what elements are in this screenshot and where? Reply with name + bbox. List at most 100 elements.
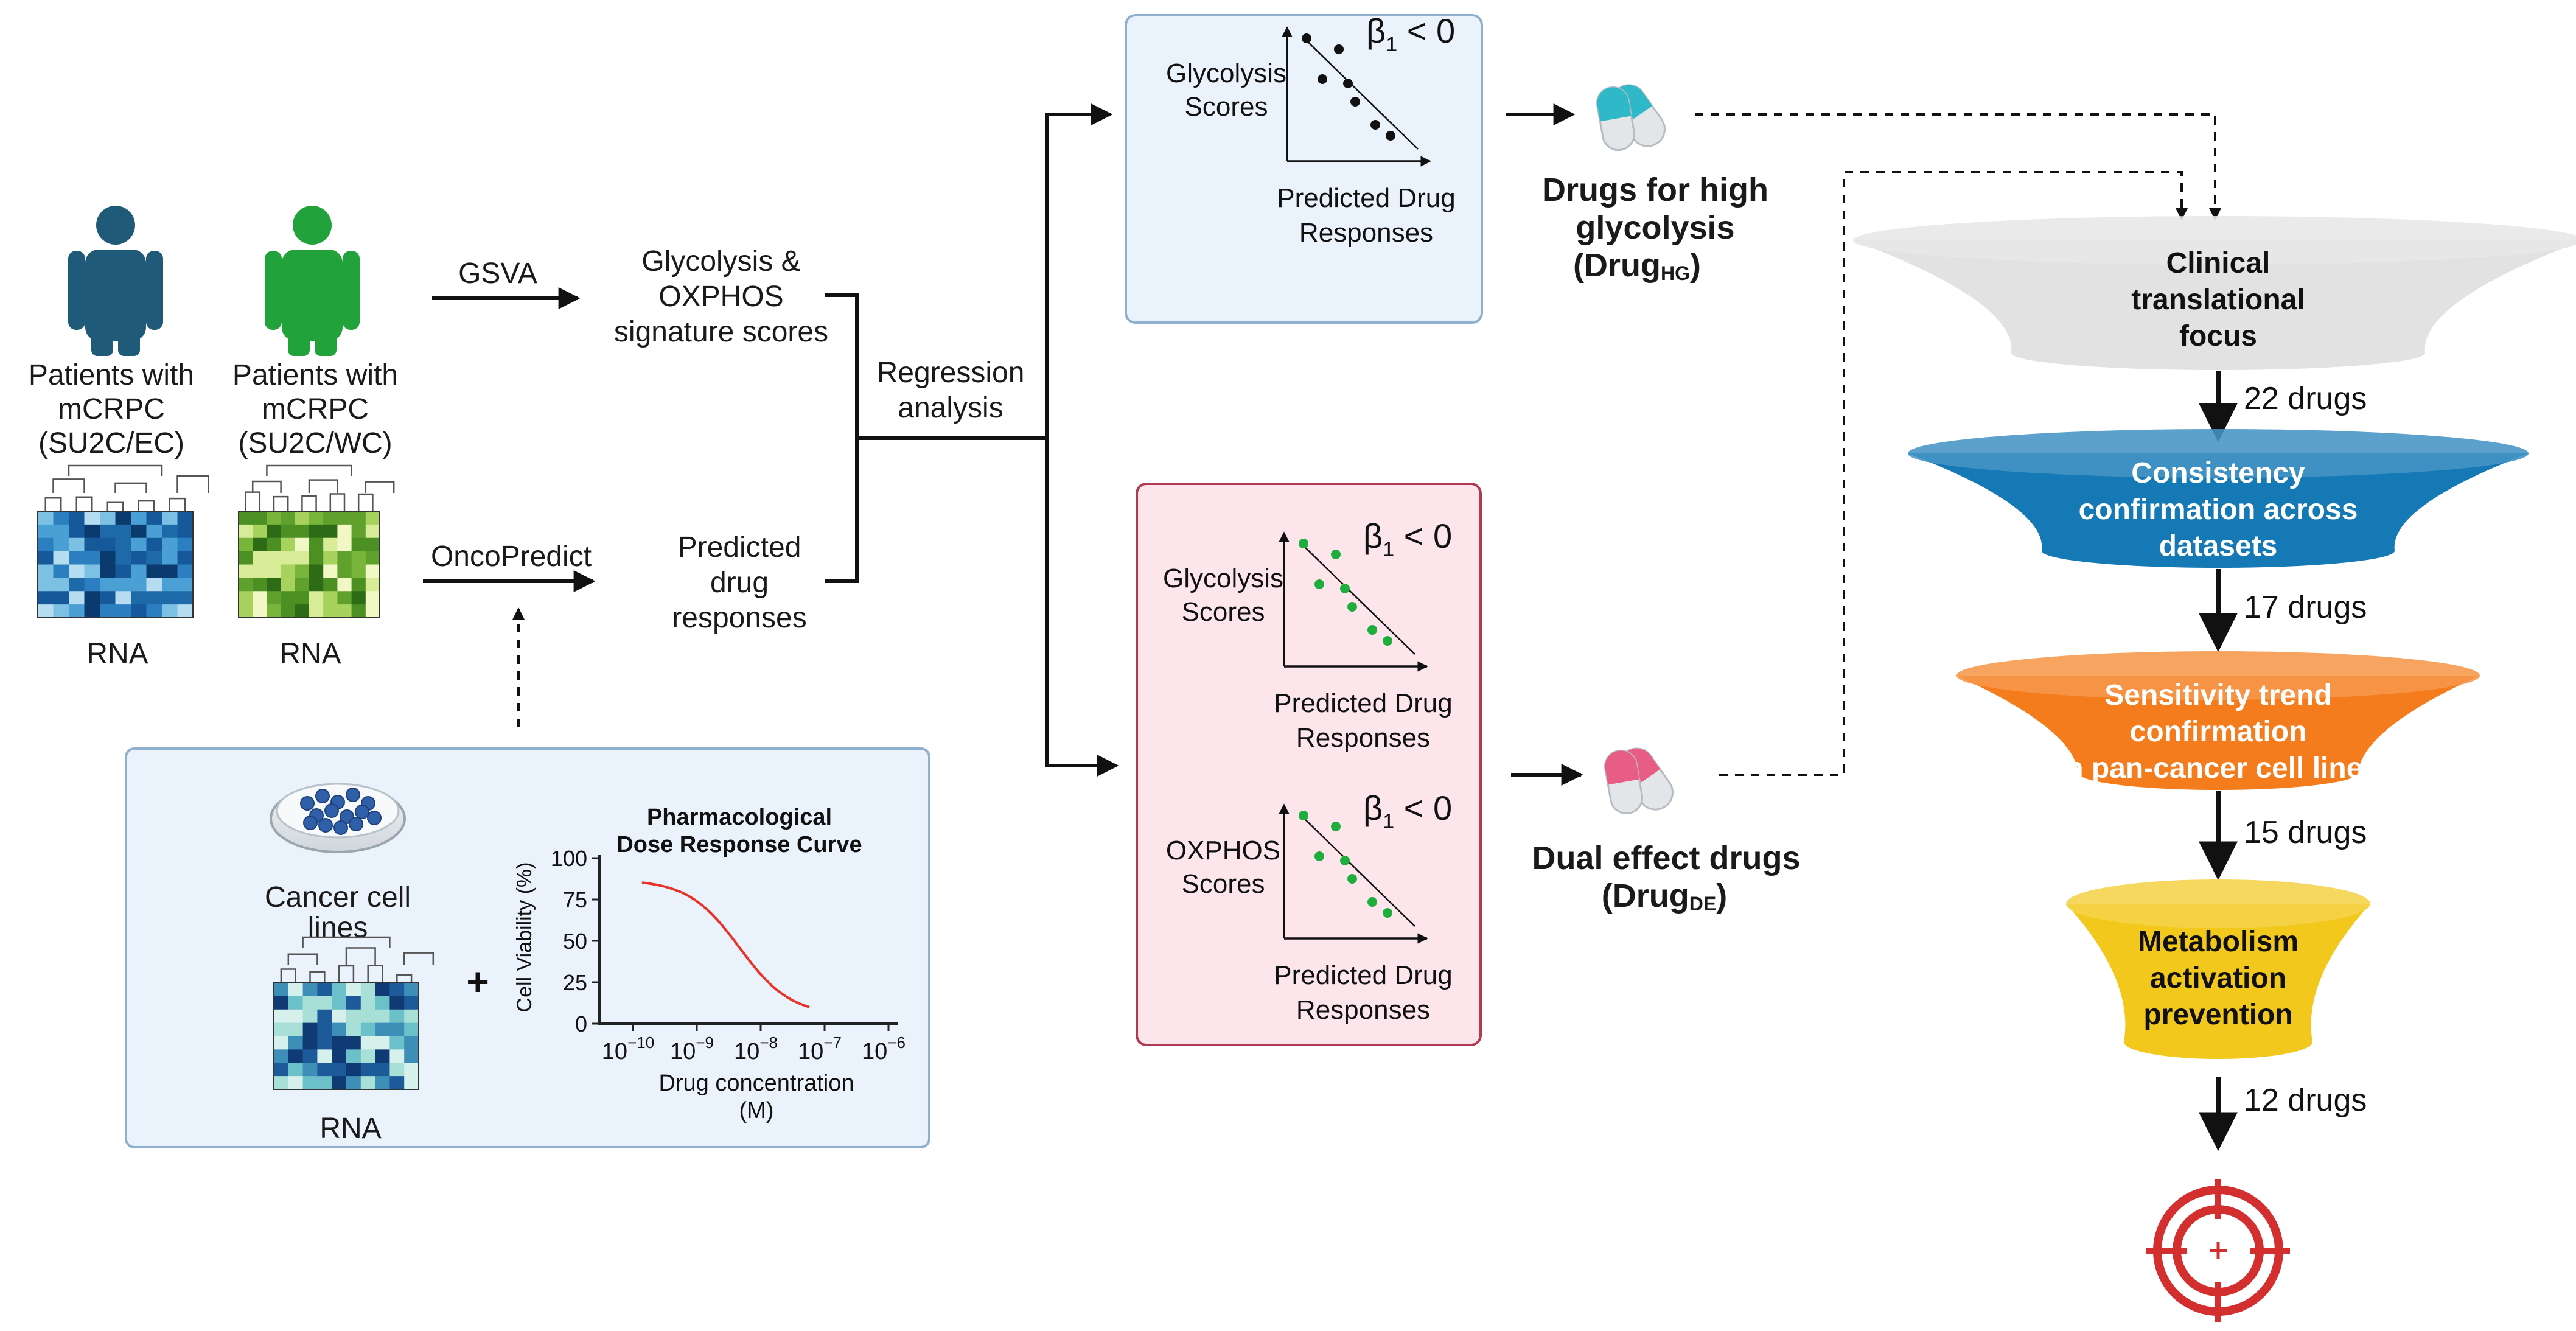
scatter-xlabel: Predicted Drug — [1274, 688, 1452, 718]
drug-hg-line1: Drugs for high — [1542, 172, 1768, 208]
funnel-stage-label: in pan-cancer cell lines — [2058, 752, 2379, 784]
arrow-to-de-panel — [1045, 438, 1119, 777]
funnel-count-label: 12 drugs — [2244, 1083, 2367, 1118]
capsule-icon-de-2 — [1604, 749, 1644, 815]
capsule-icon-hg-2 — [1596, 86, 1636, 152]
funnel-stage-label: activation — [2150, 962, 2286, 994]
hg-panel-bg — [1125, 14, 1483, 324]
scatter-point — [1299, 811, 1308, 820]
heatmap-cell-lines — [273, 936, 435, 1090]
cohort-wc-line2: mCRPC — [262, 393, 369, 425]
funnel-stage-label: translational — [2131, 284, 2305, 316]
regression-line — [1299, 541, 1415, 655]
dashed-hg-to-funnel — [1695, 113, 2221, 220]
scatter-point — [1386, 131, 1395, 141]
scatter-xlabel: Responses — [1296, 995, 1430, 1025]
scatter-ylabel: Scores — [1182, 869, 1265, 899]
rna-label-wc: RNA — [279, 638, 341, 670]
funnel-stage-label: prevention — [2143, 999, 2292, 1031]
scatter-point — [1367, 897, 1377, 907]
beta-label: β1 < 0 — [1366, 12, 1455, 56]
funnel-stage-label: confirmation — [2130, 716, 2307, 748]
dose-y-tick-label: 0 — [575, 1011, 587, 1036]
dose-y-tick-label: 25 — [563, 970, 587, 995]
beta-label: β1 < 0 — [1363, 789, 1452, 833]
funnel-stage-label: Consistency — [2131, 457, 2305, 489]
scatter-point — [1314, 851, 1324, 861]
scatter-point — [1343, 79, 1353, 88]
dose-xlabel-line1: Drug concentration — [658, 1071, 854, 1096]
rna-label-cell-lines: RNA — [319, 1113, 381, 1145]
signature-line3: signature scores — [614, 316, 828, 348]
scatter-point — [1302, 33, 1311, 43]
cohort-ec-line1: Patients with — [29, 359, 194, 391]
signature-line2: OXPHOS — [658, 281, 783, 313]
heatmap-cells — [38, 511, 194, 618]
scatter-ylabel: OXPHOS — [1166, 836, 1280, 865]
dashed-de-to-funnel — [1719, 171, 2188, 776]
scatter-point — [1318, 74, 1327, 84]
funnel-stage-label: focus — [2179, 320, 2257, 352]
cohort-ec: Patients with mCRPC (SU2C/EC) RNA — [29, 206, 209, 670]
gsva-label: GSVA — [458, 257, 537, 290]
cohort-ec-line3: (SU2C/EC) — [38, 427, 184, 459]
scatter-point — [1299, 539, 1308, 548]
dose-title-line2: Dose Response Curve — [616, 832, 862, 858]
funnel-stage-label: confirmation across — [2079, 494, 2358, 526]
predicted-line1: Predicted — [678, 531, 801, 564]
regression-line — [1302, 36, 1419, 150]
funnel-stage: Consistency confirmation across datasets — [1908, 429, 2529, 568]
dose-y-tick-label: 75 — [563, 887, 587, 912]
cohort-wc-line1: Patients with — [232, 359, 398, 391]
funnel-stage-label: datasets — [2159, 530, 2278, 562]
regression-line2: analysis — [898, 392, 1003, 424]
scatter-ylabel: Glycolysis — [1163, 564, 1283, 593]
funnel-count-label: 17 drugs — [2244, 590, 2367, 625]
oncopredict-label: OncoPredict — [431, 540, 592, 573]
cell-lines-label-line2: lines — [308, 912, 368, 944]
dose-y-tick-label: 100 — [551, 846, 587, 871]
predicted-line3: responses — [672, 602, 806, 634]
heatmap-ec — [37, 464, 209, 618]
drug-hg-line3: (DrugHG) — [1573, 247, 1701, 284]
signature-line1: Glycolysis & — [641, 245, 800, 278]
scatter-ylabel: Scores — [1182, 597, 1265, 627]
scatter-point — [1331, 822, 1341, 831]
beta-label: β1 < 0 — [1363, 517, 1452, 561]
scatter-ylabel: Scores — [1185, 92, 1268, 122]
scatter-point — [1340, 856, 1350, 865]
cell-lines-panel: Cancer cell lines RNA + Pharmacological … — [125, 747, 930, 1148]
regression-line — [1299, 813, 1415, 927]
dose-response-curve — [641, 881, 810, 1008]
cohort-ec-line2: mCRPC — [58, 393, 165, 425]
cohort-wc-line3: (SU2C/WC) — [238, 427, 392, 459]
person-icon — [265, 206, 360, 356]
dendrogram — [44, 464, 209, 511]
heatmap-wc — [238, 464, 395, 618]
scatter-point — [1331, 550, 1341, 559]
heatmap-cells — [274, 983, 419, 1090]
scatter-point — [1367, 625, 1377, 635]
funnel-stage-label: Metabolism — [2138, 926, 2299, 958]
dose-x-tick-label: 10−7 — [798, 1033, 842, 1064]
scatter-point — [1383, 636, 1392, 646]
cell-lines-label-line1: Cancer cell — [265, 881, 411, 914]
scatter-point — [1383, 908, 1392, 918]
scatter-point — [1347, 602, 1357, 612]
drug-de-line1: Dual effect drugs — [1532, 840, 1800, 876]
petri-dish-icon — [270, 783, 406, 853]
dose-x-tick-label: 10−9 — [670, 1033, 714, 1064]
person-icon — [68, 206, 163, 356]
funnel-count-label: 15 drugs — [2244, 815, 2367, 850]
dose-x-tick-label: 10−10 — [602, 1033, 654, 1064]
scatter-xlabel: Predicted Drug — [1277, 183, 1455, 213]
